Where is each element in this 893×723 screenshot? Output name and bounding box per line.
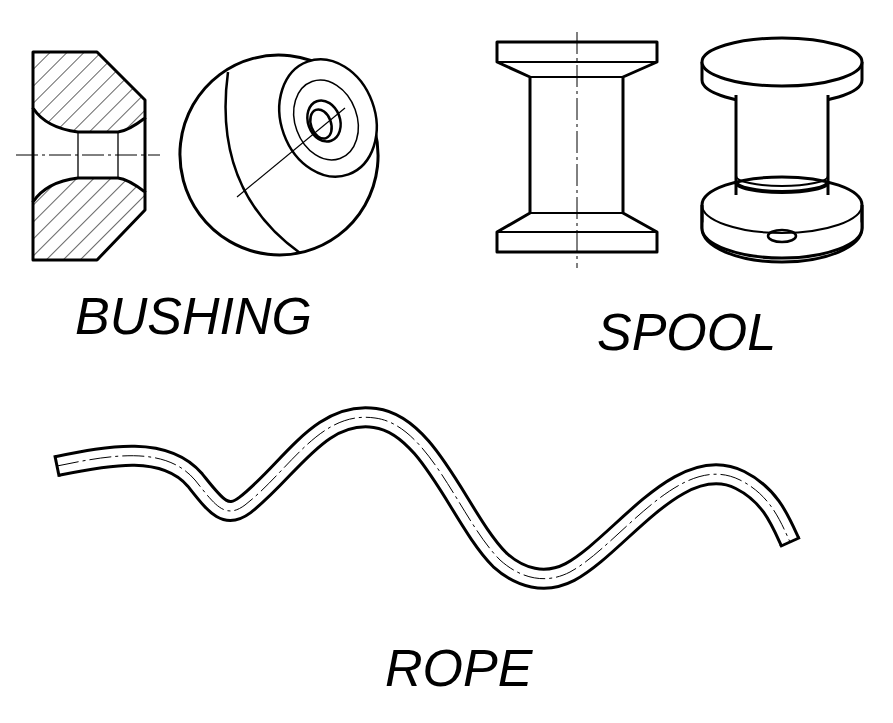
part-name: SPOOL xyxy=(597,306,776,358)
spool-pictorial xyxy=(702,38,862,262)
bushing-section xyxy=(16,52,160,260)
spool-front-view xyxy=(497,32,657,268)
part-name: BUSHING xyxy=(75,290,312,342)
bushing-pictorial xyxy=(157,33,400,277)
rope-drawing xyxy=(55,417,800,578)
part-name: ROPE xyxy=(385,642,532,694)
